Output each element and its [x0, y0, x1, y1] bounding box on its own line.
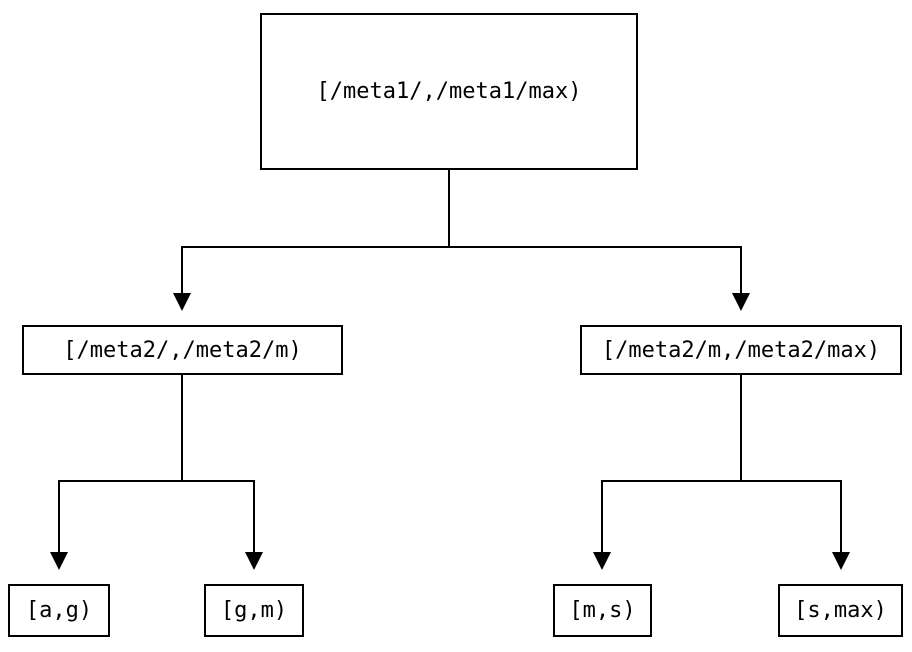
node-meta2-left-label: [/meta2/,/meta2/m): [63, 337, 302, 363]
node-leaf-gm: [g,m): [204, 584, 304, 637]
arrow-down-icon: [593, 552, 611, 570]
arrow-down-icon: [245, 552, 263, 570]
node-meta2-right-label: [/meta2/m,/meta2/max): [601, 337, 881, 363]
arrow-down-icon: [732, 293, 750, 311]
node-leaf-smax: [s,max): [778, 584, 903, 637]
arrow-down-icon: [832, 552, 850, 570]
node-leaf-gm-label: [g,m): [220, 598, 288, 623]
node-leaf-ag-label: [a,g): [25, 598, 93, 623]
arrow-down-icon: [173, 293, 191, 311]
node-leaf-ms-label: [m,s): [569, 598, 636, 623]
arrow-down-icon: [50, 552, 68, 570]
node-meta2-right: [/meta2/m,/meta2/max): [580, 325, 902, 375]
node-root-label: [/meta1/,/meta1/max): [316, 79, 582, 104]
node-leaf-smax-label: [s,max): [794, 598, 887, 623]
node-meta2-left: [/meta2/,/meta2/m): [22, 325, 343, 375]
node-root: [/meta1/,/meta1/max): [260, 13, 638, 170]
node-leaf-ms: [m,s): [553, 584, 652, 637]
node-leaf-ag: [a,g): [8, 584, 110, 637]
